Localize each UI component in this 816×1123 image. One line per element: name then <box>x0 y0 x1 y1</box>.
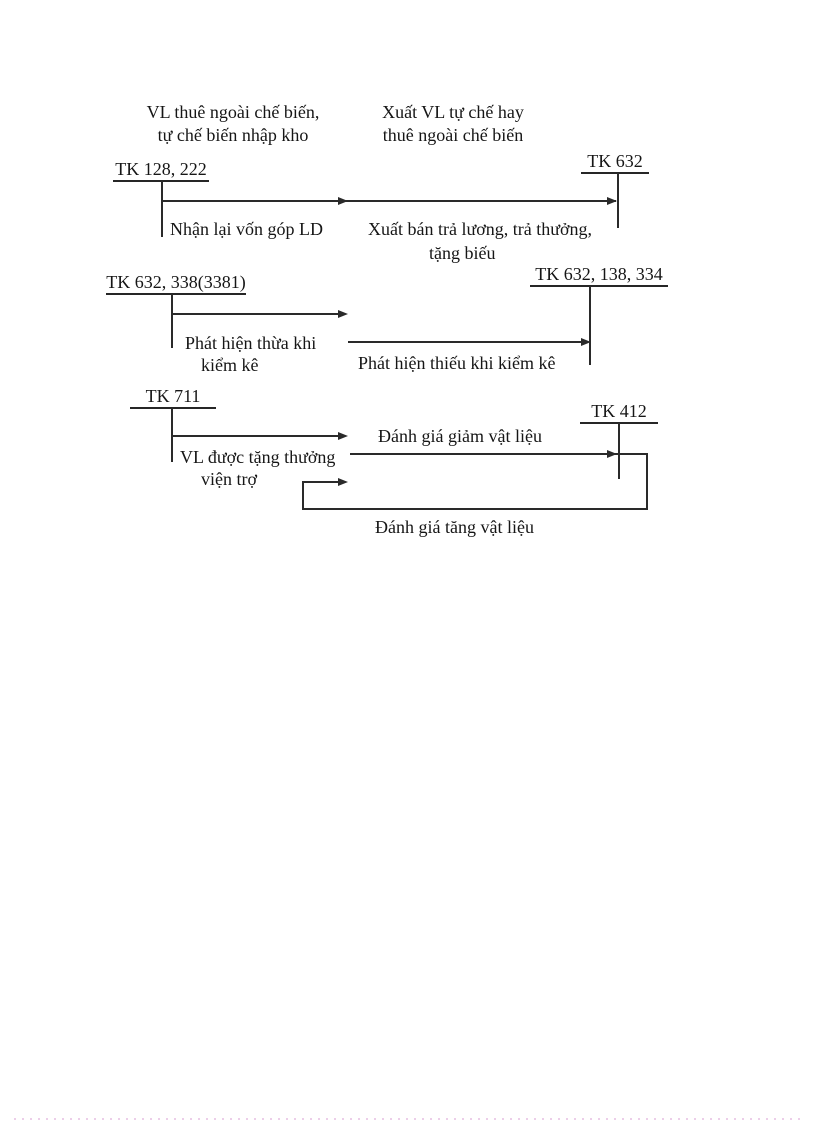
arrowhead-mid-icon <box>338 197 348 205</box>
flow-label-vien-tro: viện trợ <box>201 469 258 489</box>
account-tk-632-138-334: TK 632, 138, 334 <box>530 264 668 287</box>
arrowhead-end-icon <box>607 197 617 205</box>
loop-line-arrow <box>303 481 339 483</box>
flow-label-tang-bieu: tặng biếu <box>429 243 496 263</box>
t-account-stem-right-3 <box>618 423 620 479</box>
arrowhead-icon <box>338 478 348 486</box>
account-tk-412: TK 412 <box>580 401 658 424</box>
account-tk-128-222: TK 128, 222 <box>113 159 209 182</box>
arrowhead-icon <box>581 338 591 346</box>
flow-line-3b <box>350 453 648 455</box>
t-account-stem-left-2 <box>171 294 173 348</box>
arrowhead-icon <box>607 450 617 458</box>
t-account-stem-right-2 <box>589 286 591 365</box>
loop-line-bottom <box>302 508 648 510</box>
flow-label-vl-duoc-tang-thuong: VL được tặng thưởng <box>180 447 336 467</box>
label-line: Xuất VL tự chế hay <box>382 102 524 122</box>
label-xuat-vl-tu-che: Xuất VL tự chế hay thuê ngoài chế biến <box>352 101 554 147</box>
loop-line-right <box>646 453 648 510</box>
t-account-stem-right-1 <box>617 173 619 228</box>
flow-label-xuat-ban-tra-luong: Xuất bán trả lương, trả thưởng, <box>368 219 592 239</box>
label-vl-thue-ngoai: VL thuê ngoài chế biến, tự chế biến nhập… <box>133 101 333 147</box>
flow-line-1 <box>162 200 616 202</box>
flow-line-3a <box>172 435 339 437</box>
flow-label-kiem-ke: kiểm kê <box>201 355 259 375</box>
label-line: thuê ngoài chế biến <box>382 125 524 145</box>
flow-label-nhan-lai-von-gop: Nhận lại vốn góp LD <box>170 219 323 239</box>
flow-label-danh-gia-giam: Đánh giá giảm vật liệu <box>378 426 542 446</box>
flow-label-danh-gia-tang: Đánh giá tăng vật liệu <box>375 517 534 537</box>
flow-label-phat-hien-thieu: Phát hiện thiếu khi kiểm kê <box>358 353 556 373</box>
flow-label-phat-hien-thua: Phát hiện thừa khi <box>185 333 317 353</box>
account-tk-711: TK 711 <box>130 386 216 409</box>
page-footer-dotted-rule <box>14 1118 802 1120</box>
flow-line-2b <box>348 341 582 343</box>
label-line: VL thuê ngoài chế biến, <box>146 102 320 122</box>
arrowhead-icon <box>338 432 348 440</box>
account-tk-632: TK 632 <box>581 151 649 174</box>
flow-line-2a <box>172 313 340 315</box>
arrowhead-icon <box>338 310 348 318</box>
label-line: tự chế biến nhập kho <box>157 125 309 145</box>
loop-line-left <box>302 481 304 510</box>
t-account-stem-left-1 <box>161 180 163 237</box>
account-tk-632-338: TK 632, 338(3381) <box>106 272 246 295</box>
